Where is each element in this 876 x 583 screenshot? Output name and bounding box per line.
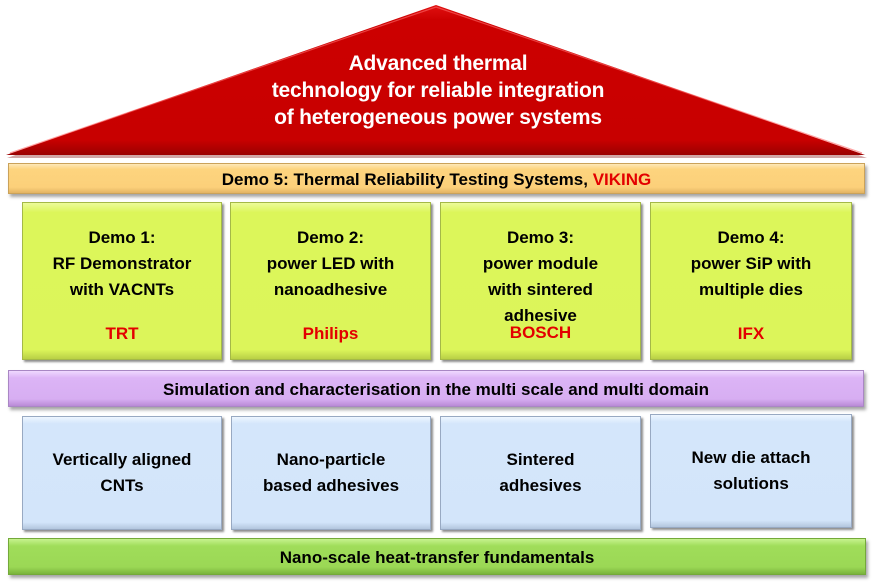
roof-title-line-1: Advanced thermal xyxy=(348,52,528,75)
demo-box-2: Demo 2: power LED with nanoadhesive Phil… xyxy=(230,202,431,360)
technology-line: Nano-particle xyxy=(276,450,386,469)
technology-box-3: Sintered adhesives xyxy=(440,416,641,530)
technology-line: based adhesives xyxy=(262,476,400,495)
demo5-label: Demo 5: Thermal Reliability Testing Syst… xyxy=(221,170,588,189)
foundation-bar: Nano-scale heat-transfer fundamentals xyxy=(8,538,866,575)
demo-box-1: Demo 1: RF Demonstrator with VACNTs TRT xyxy=(22,202,222,360)
demo-box-4: Demo 4: power SiP with multiple dies IFX xyxy=(650,202,852,360)
roof-triangle xyxy=(6,5,867,158)
roof-title-line-3: of heterogeneous power systems xyxy=(274,106,602,129)
demo-title: Demo 2: xyxy=(296,228,365,247)
demo-partner: BOSCH xyxy=(509,323,572,342)
technology-line: CNTs xyxy=(100,476,144,495)
demo-title: Demo 4: xyxy=(717,228,785,247)
foundation-label: Nano-scale heat-transfer fundamentals xyxy=(279,548,595,567)
demo-line: power module xyxy=(482,254,599,273)
demo-line: power LED with xyxy=(266,254,395,273)
technology-line: adhesives xyxy=(499,476,582,495)
demo-title: Demo 1: xyxy=(88,228,156,247)
technology-line: Sintered xyxy=(506,450,575,469)
demo5-bar: Demo 5: Thermal Reliability Testing Syst… xyxy=(8,163,865,194)
technology-line: New die attach xyxy=(691,448,811,467)
technology-box-4: New die attach solutions xyxy=(650,414,852,528)
technology-line: solutions xyxy=(713,474,789,493)
demo-line: power SiP with xyxy=(690,254,812,273)
demo-line: RF Demonstrator xyxy=(52,254,192,273)
demo-partner: TRT xyxy=(105,324,139,343)
demo-partner: IFX xyxy=(737,324,765,343)
demo-line: with VACNTs xyxy=(69,280,175,299)
demo-line: with sintered xyxy=(488,280,593,299)
demo-box-3: Demo 3: power module with sintered adhes… xyxy=(440,202,641,360)
simulation-bar: Simulation and characterisation in the m… xyxy=(8,370,864,407)
technology-box-1: Vertically aligned CNTs xyxy=(22,416,222,530)
roof-title-line-2: technology for reliable integration xyxy=(271,79,605,102)
demo-line: adhesive xyxy=(504,306,577,325)
roof-title: Advanced thermal technology for reliable… xyxy=(200,50,676,131)
demo-line: multiple dies xyxy=(699,280,803,299)
technology-line: Vertically aligned xyxy=(52,450,192,469)
technology-box-2: Nano-particle based adhesives xyxy=(231,416,431,530)
demo-title: Demo 3: xyxy=(506,228,575,247)
demo-partner: Philips xyxy=(302,324,359,343)
demo5-partner: VIKING xyxy=(592,170,652,189)
demo-line: nanoadhesive xyxy=(273,280,388,299)
simulation-label: Simulation and characterisation in the m… xyxy=(163,380,709,399)
